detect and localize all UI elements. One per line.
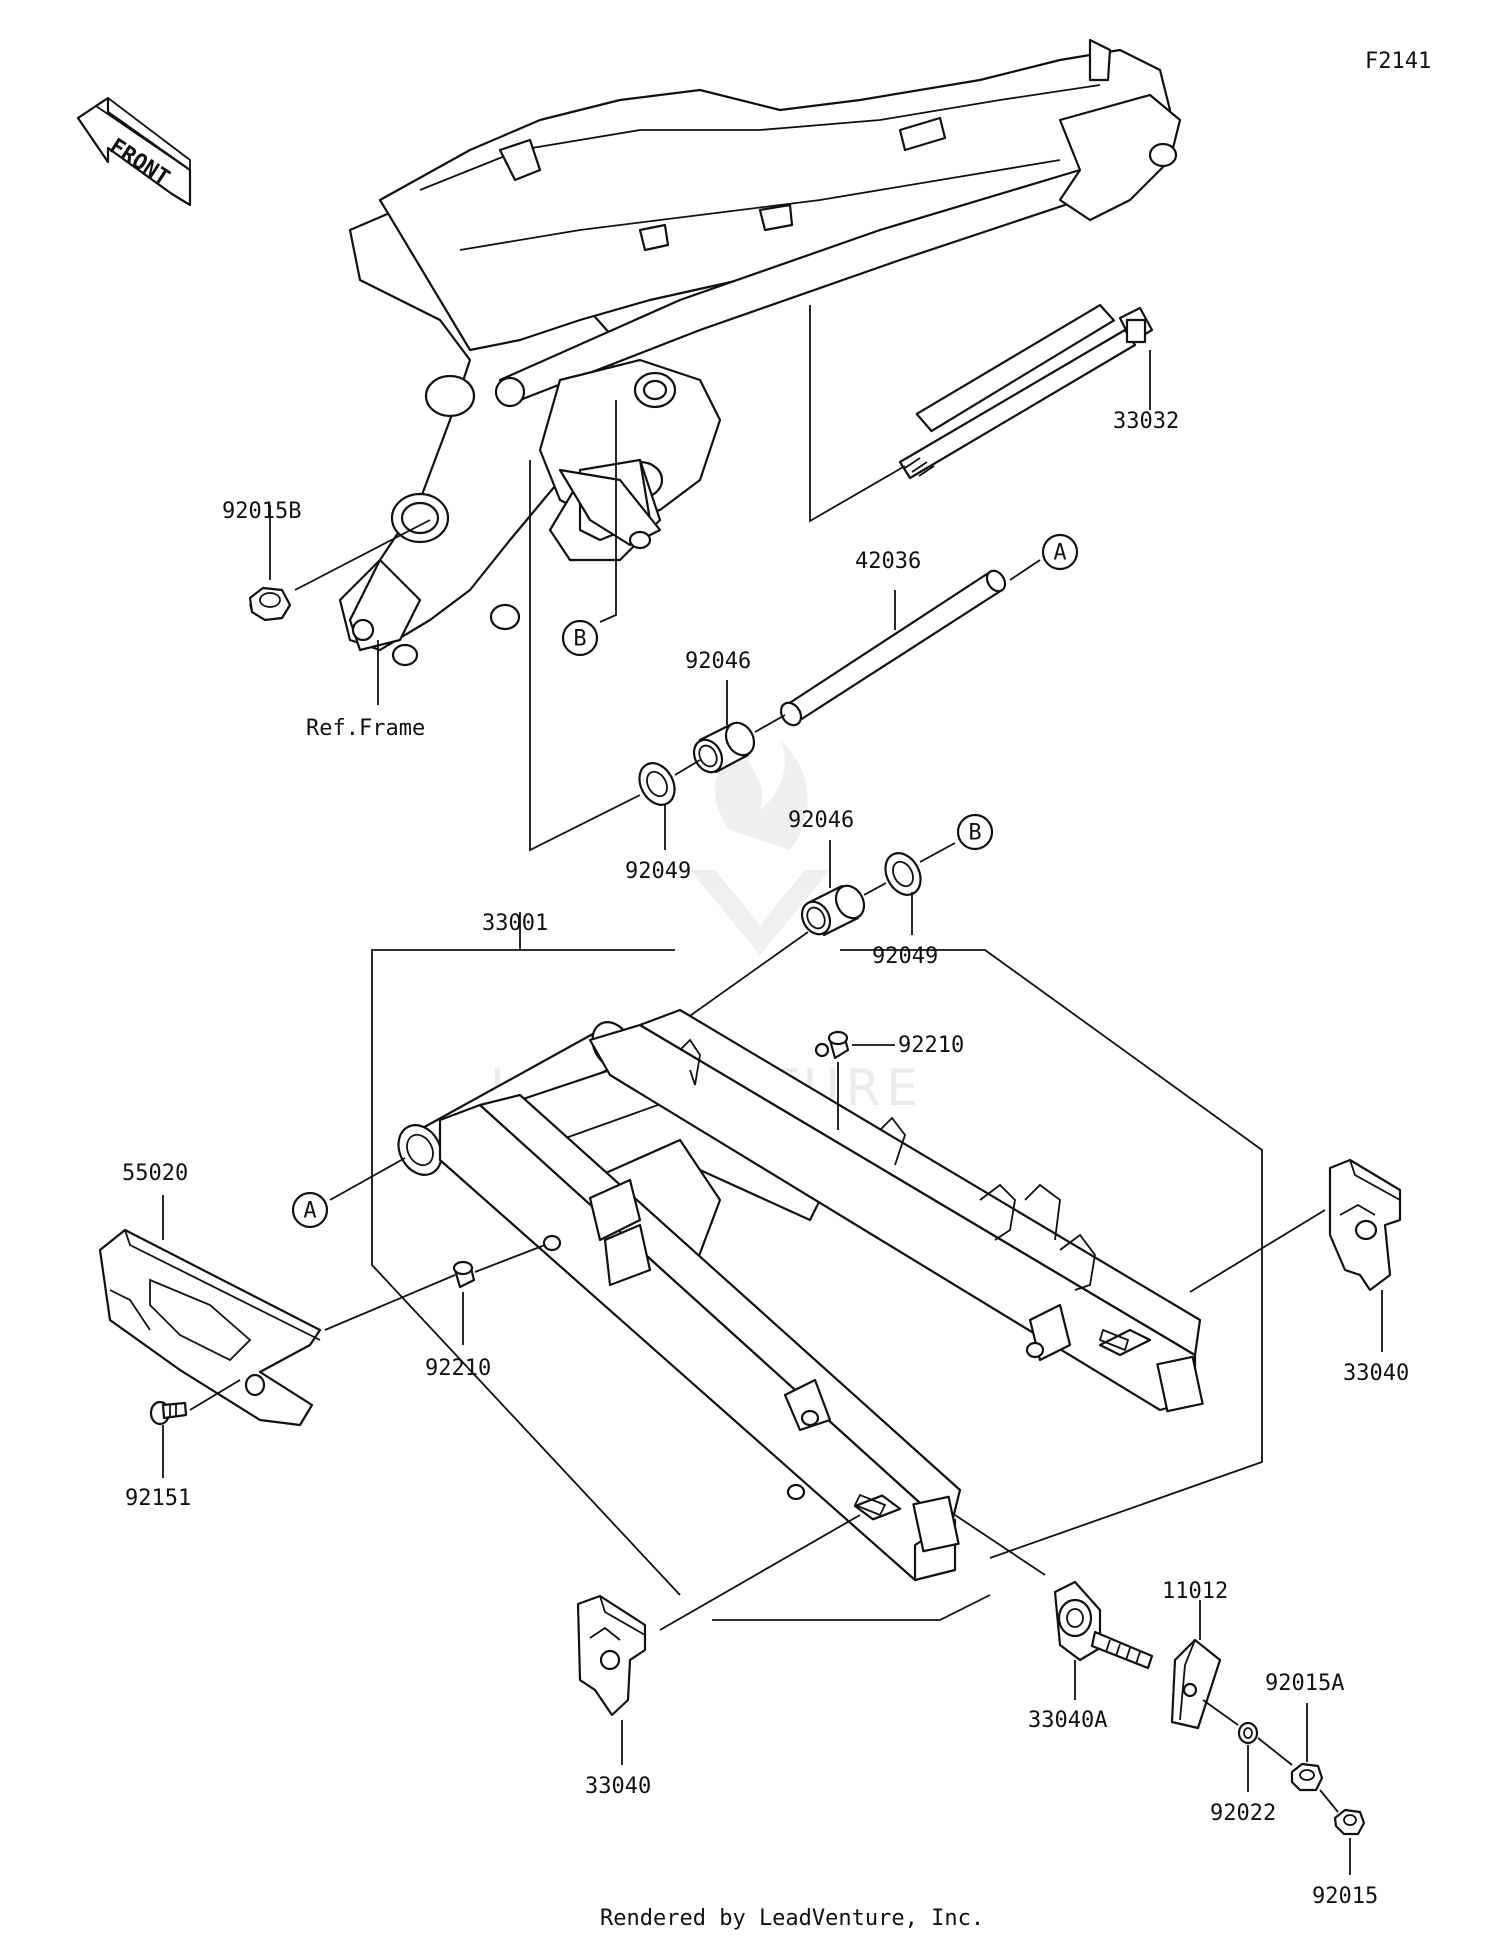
leader-92049-to-bearing: [674, 759, 701, 776]
leader-33040-right-to-arm: [1189, 1209, 1326, 1293]
leader-33040-bottom-to-arm: [659, 1514, 861, 1631]
label-92015A: 92015A: [1265, 1671, 1344, 1696]
ref-a-lower-circle: [291, 1191, 329, 1229]
leader-ref-a-lower: [329, 1157, 406, 1201]
bracket-upper-seal-line: [529, 460, 641, 852]
bearing-92046-lower: [800, 884, 866, 937]
label-92046-upper: 92046: [685, 649, 751, 674]
label-11012: 11012: [1162, 1579, 1228, 1604]
swingarm-bracket-right: [840, 949, 1263, 1559]
bearing-92046-upper: [692, 721, 756, 774]
label-92015: 92015: [1312, 1884, 1378, 1909]
label-33040-bottom: 33040: [585, 1774, 651, 1799]
label-33001: 33001: [482, 911, 548, 936]
plate-11012: [1170, 1638, 1222, 1730]
seal-92049-lower: [884, 852, 922, 896]
label-92022: 92022: [1210, 1801, 1276, 1826]
sleeve-42036: [779, 569, 1007, 727]
leader-92015B-frame: [294, 519, 431, 591]
ref-b-lower-circle: [956, 813, 994, 851]
figure-code: F2141: [1365, 49, 1431, 74]
bracket-pivot-line: [809, 305, 906, 523]
leader-55020-to-arm: [324, 1274, 456, 1331]
label-33040A: 33040A: [1028, 1708, 1107, 1733]
label-92015B: 92015B: [222, 499, 301, 524]
nut-92015: [1333, 1808, 1366, 1836]
leader-92015-to-nut: [1319, 1789, 1339, 1813]
ref-b-upper: B: [573, 627, 586, 652]
label-55020: 55020: [122, 1161, 188, 1186]
leader-92151-to-guard: [189, 1379, 241, 1411]
leader-ref-b-lower: [919, 842, 956, 863]
swingarm-33001: [397, 1008, 1204, 1582]
grease-nipple-92210-right: [827, 1030, 850, 1060]
leader-92049-to-bearing-lower: [863, 882, 887, 896]
leader-ref-a-upper: [1009, 559, 1041, 581]
leader-33040A-to-arm: [954, 1514, 1046, 1576]
adjuster-plate-33040-bottom: [576, 1594, 647, 1717]
footer-credit: Rendered by LeadVenture, Inc.: [600, 1906, 984, 1931]
label-92210-left: 92210: [425, 1356, 491, 1381]
washer-92022: [1237, 1721, 1259, 1745]
ref-frame-label: Ref.Frame: [306, 716, 425, 741]
label-42036: 42036: [855, 549, 921, 574]
nut-92015B: [248, 586, 292, 622]
swingarm-bracket-left: [371, 924, 681, 1596]
ref-a-upper: A: [1053, 541, 1066, 566]
nut-92015A: [1290, 1762, 1324, 1792]
ref-b-upper-circle: [561, 619, 599, 657]
chain-adjuster-33040A: [1053, 1580, 1154, 1670]
label-92049-upper: 92049: [625, 859, 691, 884]
adjuster-plate-33040-right: [1328, 1158, 1402, 1292]
grease-nipple-92210-left: [452, 1260, 476, 1289]
ref-a-lower: A: [303, 1199, 316, 1224]
leader-92046-to-sleeve: [754, 714, 786, 733]
label-92049-lower: 92049: [872, 944, 938, 969]
leader-92015A-to-washer: [1257, 1737, 1293, 1766]
frame-drawing: [338, 38, 1182, 667]
leader-ref-b-upper: [599, 400, 617, 623]
bolt-92151: [149, 1400, 188, 1426]
pivot-bolt-33032: [898, 304, 1154, 480]
ref-b-lower: B: [968, 821, 981, 846]
label-92210-right: 92210: [898, 1033, 964, 1058]
leader-bearing-to-swingarm: [669, 931, 809, 1031]
chain-guard-55020: [98, 1228, 322, 1427]
label-33032: 33032: [1113, 409, 1179, 434]
swingarm-bracket-bottom: [712, 1594, 991, 1621]
label-92151: 92151: [125, 1486, 191, 1511]
ref-a-upper-circle: [1041, 533, 1079, 571]
leader-92210-left-to-arm: [474, 1244, 546, 1273]
seal-92049-upper: [638, 762, 676, 806]
front-arrow-icon: FRONT: [76, 96, 192, 207]
label-33040-right: 33040: [1343, 1361, 1409, 1386]
leader-92022-to-plate: [1202, 1699, 1239, 1726]
label-92046-lower: 92046: [788, 808, 854, 833]
